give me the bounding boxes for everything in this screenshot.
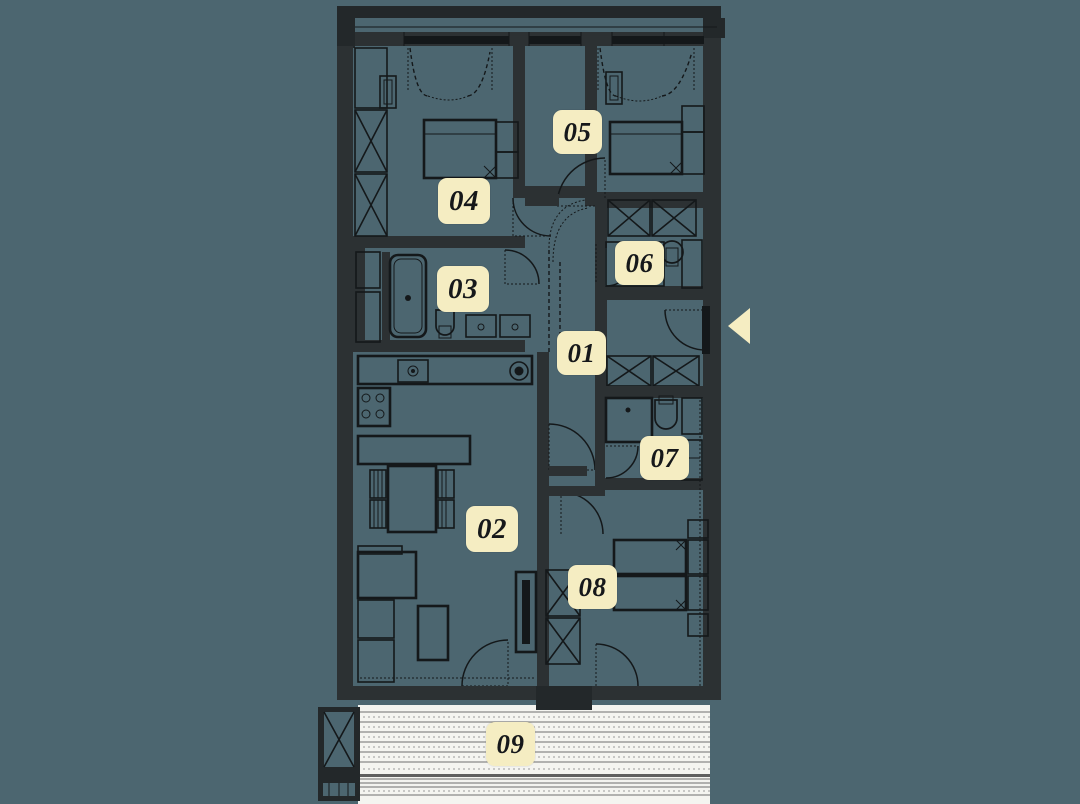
room-badge-06[interactable]: 06 [615,241,664,285]
room-badge-01[interactable]: 01 [557,331,606,375]
bottom-wall-overlay [337,686,721,700]
room-07-bathroom-three [595,386,705,490]
room-badge-09[interactable]: 09 [486,722,535,766]
room-badge-07[interactable]: 07 [640,436,689,480]
right-lower-jog [699,400,721,700]
room-badge-05[interactable]: 05 [553,110,602,154]
room-03-bathroom-main [353,248,540,352]
entrance-arrow-icon [728,308,750,344]
room-badge-04[interactable]: 04 [438,178,490,224]
windows-top [355,26,717,46]
room-06-bathroom-two [595,198,705,300]
room-badge-02[interactable]: 02 [466,506,518,552]
room-badge-08[interactable]: 08 [568,565,617,609]
room-02-living-kitchen [356,354,538,687]
room-badge-03[interactable]: 03 [437,266,489,312]
